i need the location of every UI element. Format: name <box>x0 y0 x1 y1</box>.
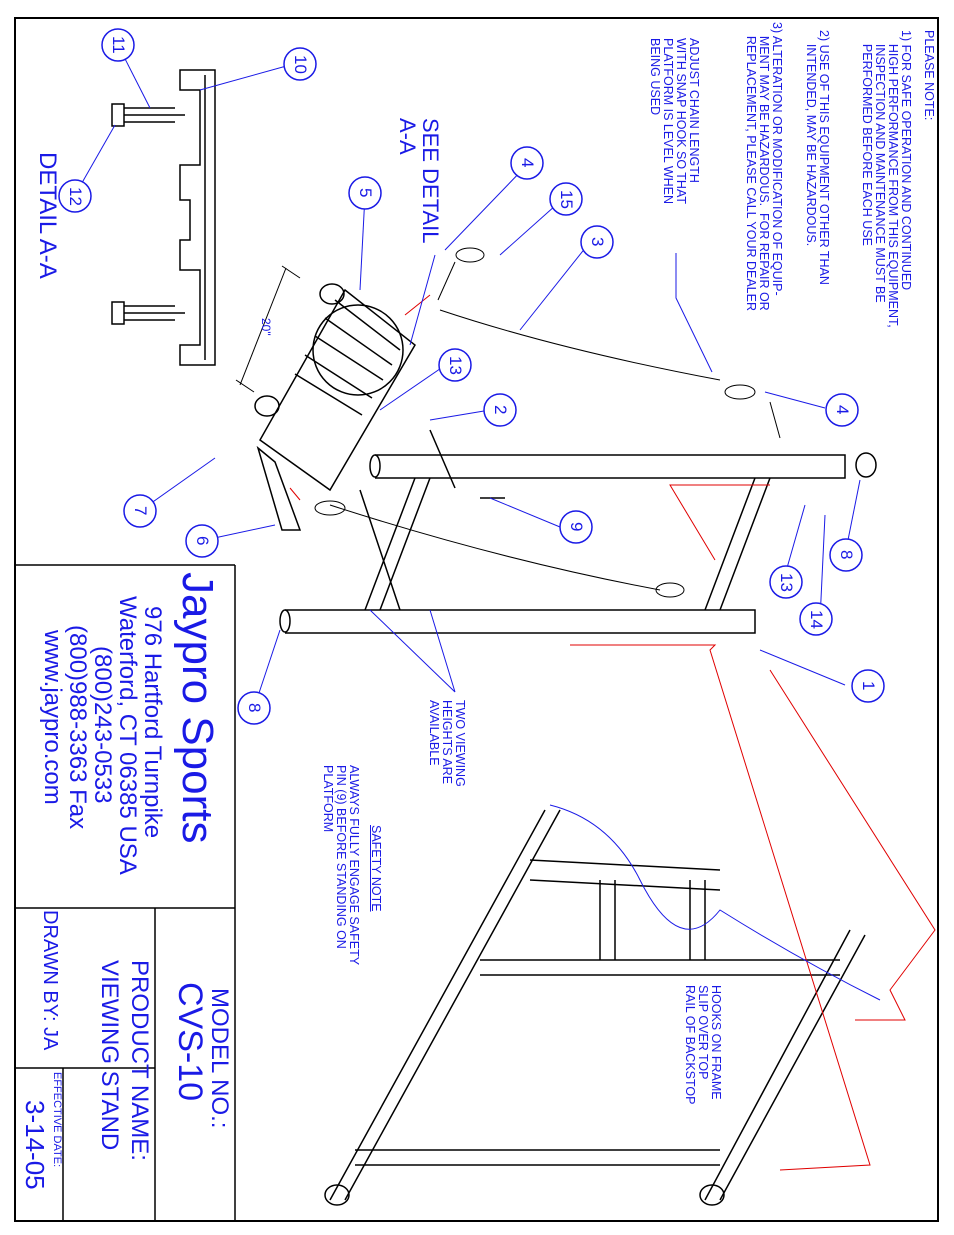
product-value: VIEWING STAND <box>96 960 123 1151</box>
part-balloon-13: 13 <box>777 573 796 592</box>
part-balloon-15: 15 <box>557 190 576 209</box>
part-balloon-4: 4 <box>518 158 537 168</box>
product-label: PRODUCT NAME: <box>126 960 153 1161</box>
safety-heading: SAFETY NOTE <box>369 825 383 912</box>
model-value: CVS-10 <box>171 982 209 1102</box>
part-balloon-13: 13 <box>446 356 465 375</box>
chain-graphic <box>314 247 781 598</box>
company-name: Jaypro Sports <box>173 572 222 844</box>
callout-see-detail: SEE DETAIL A-A <box>394 118 443 244</box>
callout-viewing-heights: TWO VIEWING HEIGHTS ARE AVAILABLE <box>426 700 467 787</box>
company-address-2: Waterford, CT 06385 USA <box>114 596 141 875</box>
sheet-border <box>14 17 939 1222</box>
frame-graphic <box>279 429 877 634</box>
notes-heading: PLEASE NOTE: <box>922 30 936 121</box>
note-1: 1) FOR SAFE OPERATION AND CONTINUED HIGH… <box>859 30 913 328</box>
callout-adjust-chain: ADJUST CHAIN LENGTH WITH SNAP HOOK SO TH… <box>647 38 701 205</box>
model-label: MODEL NO.: <box>206 988 233 1129</box>
backstop-graphic <box>324 809 866 1206</box>
part-balloon-8: 8 <box>837 550 856 560</box>
part-balloon-9: 9 <box>567 522 586 532</box>
company-address-1: 976 Hartford Turnpike <box>139 606 166 839</box>
part-balloon-12: 12 <box>66 187 85 206</box>
safety-text: ALWAYS FULLY ENGAGE SAFETY PIN (9) BEFOR… <box>320 765 361 966</box>
part-balloon-4: 4 <box>833 405 852 415</box>
note-3: 3) ALTERATION OR MODIFICATION OF EQUIP- … <box>743 22 784 311</box>
company-fax: (800)988-3363 Fax <box>64 625 91 830</box>
part-balloon-6: 6 <box>193 536 212 546</box>
dimension-label: 20" <box>259 318 273 336</box>
drawn-by: DRAWN BY: JA <box>39 910 61 1051</box>
part-balloon-5: 5 <box>356 188 375 198</box>
hook-leader-lines <box>289 294 936 1171</box>
part-balloon-10: 10 <box>291 55 310 74</box>
platform-graphic <box>254 283 416 531</box>
company-phone: (800)243-0533 <box>89 646 116 804</box>
part-balloon-11: 11 <box>109 36 128 54</box>
dimension-20in <box>235 265 301 393</box>
part-balloon-3: 3 <box>588 237 607 247</box>
note-2: 2) USE OF THIS EQUIPMENT OTHER THAN INTE… <box>803 30 831 285</box>
company-website: www.jaypro.com <box>39 630 66 805</box>
part-balloon-14: 14 <box>807 610 826 629</box>
callout-hooks: HOOKS ON FRAME SLIP OVER TOP RAIL OF BAC… <box>682 985 723 1105</box>
part-balloon-8: 8 <box>245 703 264 713</box>
detail-circle <box>312 304 404 396</box>
part-balloon-7: 7 <box>131 506 150 516</box>
effective-date-label: EFFECTIVE DATE: <box>51 1072 63 1168</box>
part-balloon-1: 1 <box>859 681 878 691</box>
part-balloon-2: 2 <box>491 405 510 415</box>
detail-a-a-graphic <box>111 69 216 366</box>
effective-date-value: 3-14-05 <box>20 1100 50 1190</box>
title-block-frame <box>15 564 236 1221</box>
detail-title: DETAIL A-A <box>34 152 61 279</box>
part-balloons <box>58 28 885 725</box>
